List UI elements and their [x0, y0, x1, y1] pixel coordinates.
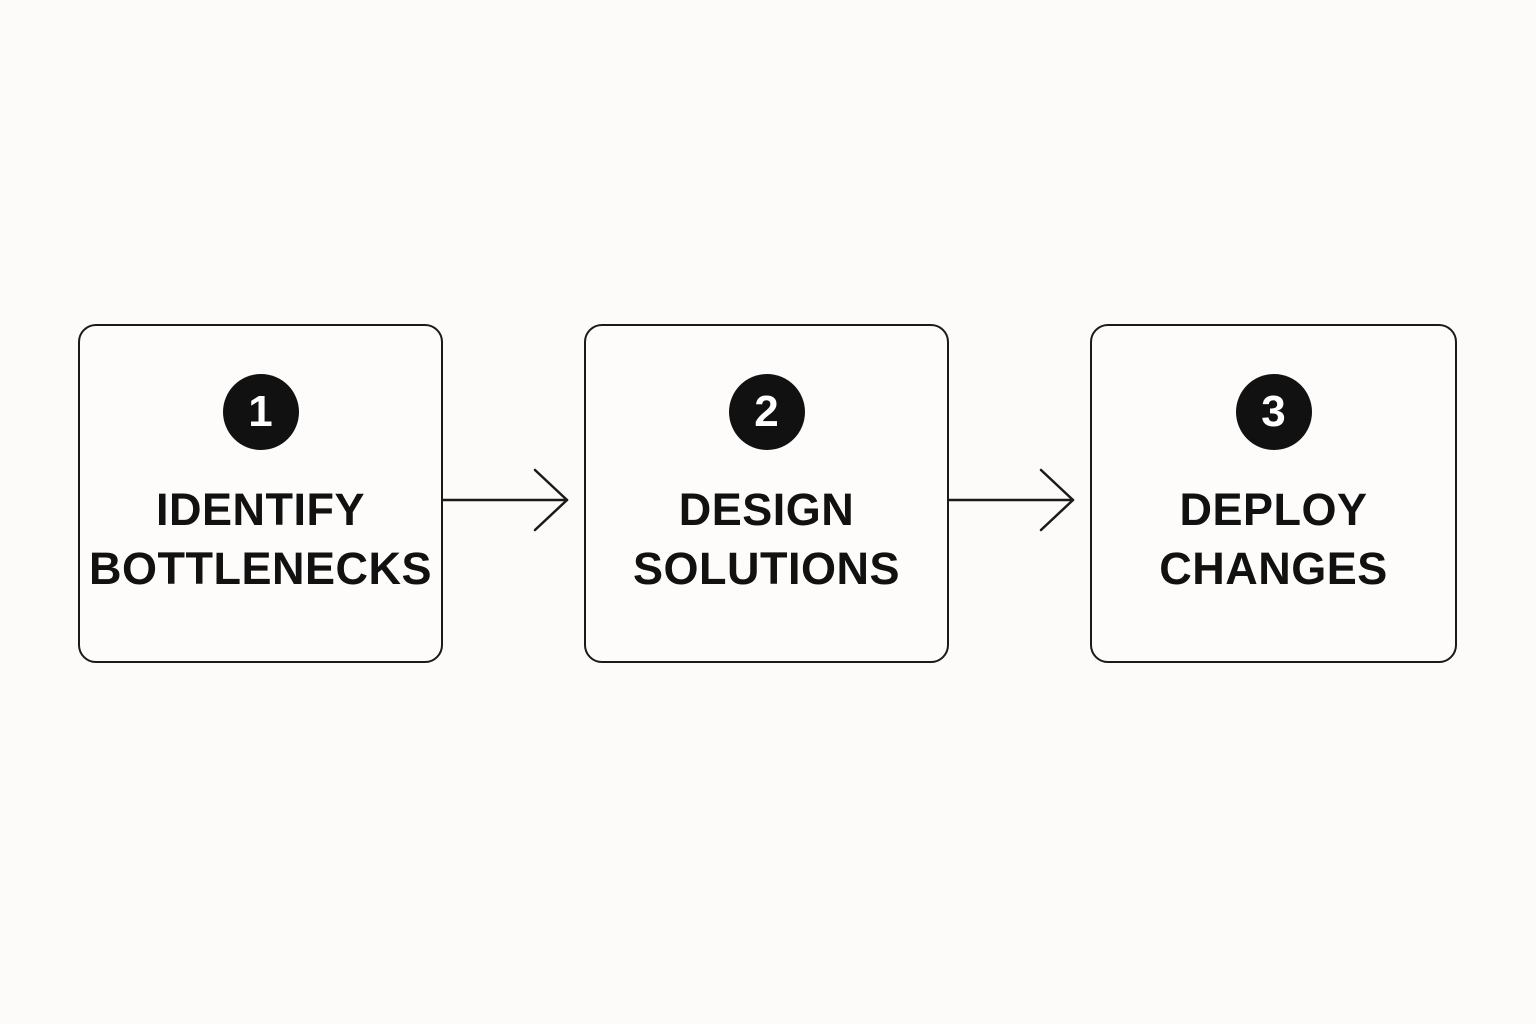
step-box-identify: 1 IDENTIFY BOTTLENECKS [78, 324, 443, 663]
step-box-deploy: 3 DEPLOY CHANGES [1090, 324, 1457, 663]
step-number-badge: 3 [1235, 374, 1312, 450]
step-title-line: IDENTIFY [155, 484, 365, 535]
step-title: DEPLOY CHANGES [1092, 480, 1455, 598]
step-title-line: DEPLOY [1179, 484, 1368, 535]
step-title-line: CHANGES [1159, 543, 1388, 594]
step-title-line: SOLUTIONS [632, 543, 900, 594]
arrow-right-icon [443, 468, 569, 532]
step-title-line: DESIGN [678, 484, 855, 535]
step-number-badge: 2 [728, 374, 805, 450]
step-title: IDENTIFY BOTTLENECKS [80, 480, 441, 598]
step-title-line: BOTTLENECKS [89, 543, 432, 594]
step-title: DESIGN SOLUTIONS [586, 480, 947, 598]
arrow-right-icon [949, 468, 1075, 532]
step-number-badge: 1 [222, 374, 299, 450]
step-box-design: 2 DESIGN SOLUTIONS [584, 324, 949, 663]
